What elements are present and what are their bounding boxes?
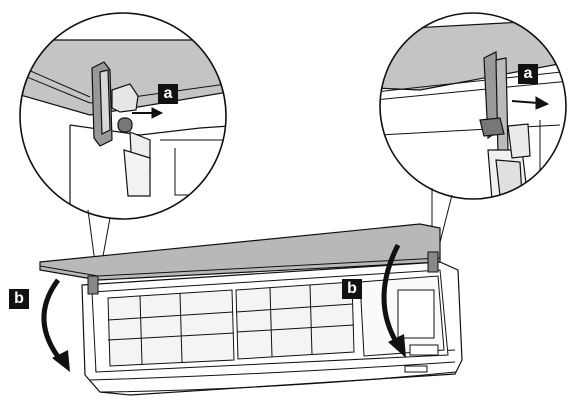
left-detail-circle	[19, 12, 227, 220]
panel-detail-right	[380, 19, 566, 91]
indoor-unit	[39, 223, 463, 396]
hinge-left	[91, 61, 151, 197]
label-b-left: b	[9, 289, 29, 309]
air-filter-left	[107, 289, 235, 367]
arrow-b-left	[41, 278, 70, 372]
label-a-left: a	[158, 84, 178, 104]
arrow-b-right	[381, 243, 406, 358]
label-a-right: a	[518, 64, 538, 84]
air-filter-right	[235, 281, 355, 360]
label-b-right: b	[342, 279, 362, 299]
arrow-a-left	[132, 107, 164, 119]
right-detail-circle	[379, 12, 567, 200]
arrow-a-right	[511, 96, 550, 110]
